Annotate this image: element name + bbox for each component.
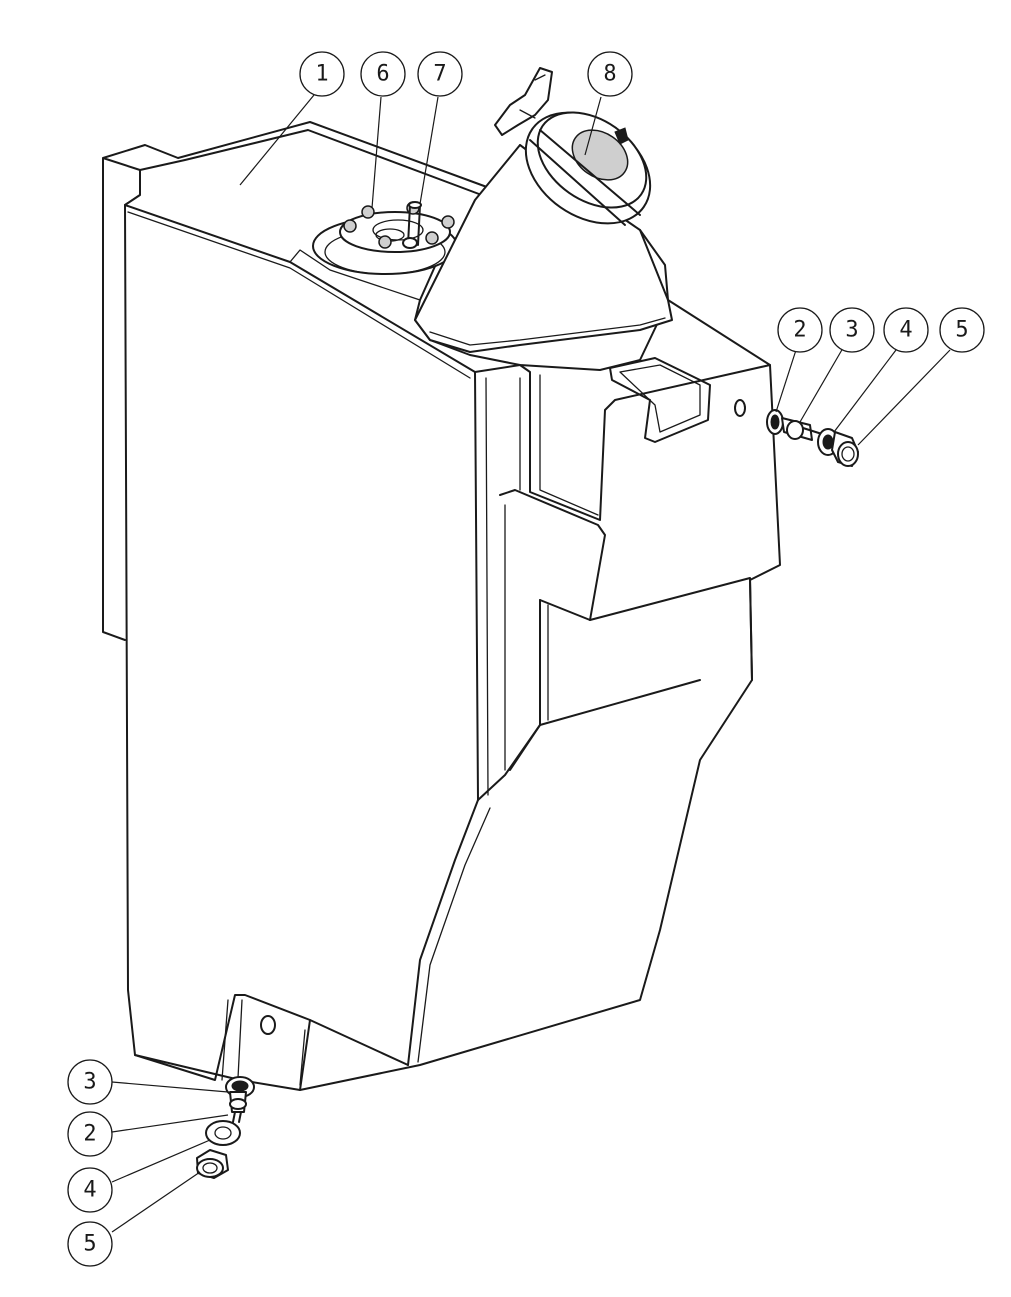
fuel-tank-body bbox=[102, 121, 781, 1091]
filler-cap bbox=[494, 67, 652, 226]
callout-1: 1 bbox=[299, 51, 345, 97]
svg-text:5: 5 bbox=[83, 1232, 96, 1257]
svg-text:7: 7 bbox=[433, 62, 446, 87]
svg-text:1: 1 bbox=[315, 62, 328, 87]
callout-4-right: 4 bbox=[883, 307, 929, 353]
leader-lines bbox=[111, 94, 951, 1233]
svg-text:8: 8 bbox=[603, 62, 616, 87]
nipple-icon bbox=[786, 420, 804, 440]
cap-lock-tab bbox=[494, 67, 553, 136]
bolt-icon bbox=[361, 205, 375, 219]
bolt-icon bbox=[425, 231, 439, 245]
bolt-icon bbox=[441, 215, 455, 229]
nipple-icon bbox=[229, 1098, 247, 1110]
callout-4-bottom: 4 bbox=[67, 1167, 113, 1213]
washer-icon bbox=[205, 1120, 241, 1146]
callout-3-bottom: 3 bbox=[67, 1059, 113, 1105]
right-fitting-assembly bbox=[766, 409, 859, 467]
drain-hole-icon bbox=[260, 1015, 276, 1035]
callout-5-right: 5 bbox=[939, 307, 985, 353]
svg-text:5: 5 bbox=[955, 318, 968, 343]
callout-3-right: 3 bbox=[829, 307, 875, 353]
svg-text:4: 4 bbox=[899, 318, 912, 343]
callout-7: 7 bbox=[417, 51, 463, 97]
bolt-icon bbox=[378, 235, 392, 249]
svg-text:2: 2 bbox=[83, 1122, 96, 1147]
callout-6: 6 bbox=[360, 51, 406, 97]
bolt-icon bbox=[343, 219, 357, 233]
svg-text:2: 2 bbox=[793, 318, 806, 343]
svg-text:3: 3 bbox=[845, 318, 858, 343]
callout-2-right: 2 bbox=[777, 307, 823, 353]
side-hole-icon bbox=[734, 399, 746, 417]
svg-text:3: 3 bbox=[83, 1070, 96, 1095]
callout-8: 8 bbox=[587, 51, 633, 97]
callout-5-bottom: 5 bbox=[67, 1221, 113, 1267]
svg-text:6: 6 bbox=[376, 62, 389, 87]
callout-2-bottom: 2 bbox=[67, 1111, 113, 1157]
svg-text:4: 4 bbox=[83, 1178, 96, 1203]
